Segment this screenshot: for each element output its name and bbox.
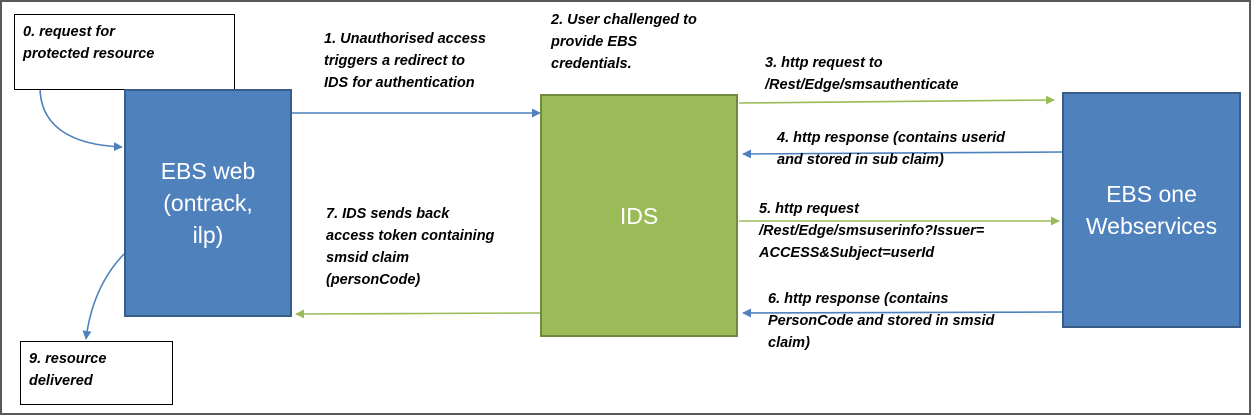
ebs-web-node: EBS web (ontrack, ilp) [124, 89, 292, 317]
edge-one-to-ids-4 [742, 149, 1063, 159]
ebs-web-label: EBS web (ontrack, ilp) [160, 158, 256, 248]
ids-node: IDS [540, 94, 738, 337]
delivered-note: 9. resource delivered [20, 341, 173, 405]
step-5-label: 5. http request /Rest/Edge/smsuserinfo?I… [759, 201, 985, 261]
edge-one-to-ids-6 [742, 308, 1063, 318]
ids-label: IDS [619, 202, 659, 229]
edge-web-to-delivered [82, 253, 125, 340]
edge-ids-to-one-3 [738, 95, 1055, 105]
request-note: 0. request for protected resource [14, 14, 235, 90]
delivered-note-label: 9. resource delivered [29, 351, 107, 389]
step-7-label: 7. IDS sends back access token containin… [326, 206, 495, 288]
edge-ids-to-web-7 [295, 309, 541, 319]
edge-0-to-web [39, 86, 123, 152]
step-4-label: 4. http response (contains userid and st… [777, 130, 1006, 168]
step-1-label: 1. Unauthorised access triggers a redire… [324, 31, 486, 91]
ebs-one-node: EBS one Webservices [1062, 92, 1241, 328]
ebs-one-label: EBS one Webservices [1085, 181, 1218, 239]
request-note-label: 0. request for protected resource [23, 24, 155, 62]
step-6-label: 6. http response (contains PersonCode an… [768, 291, 995, 351]
step-2-label: 2. User challenged to provide EBS creden… [551, 12, 697, 72]
step-3-label: 3. http request to /Rest/Edge/smsauthent… [765, 55, 959, 93]
